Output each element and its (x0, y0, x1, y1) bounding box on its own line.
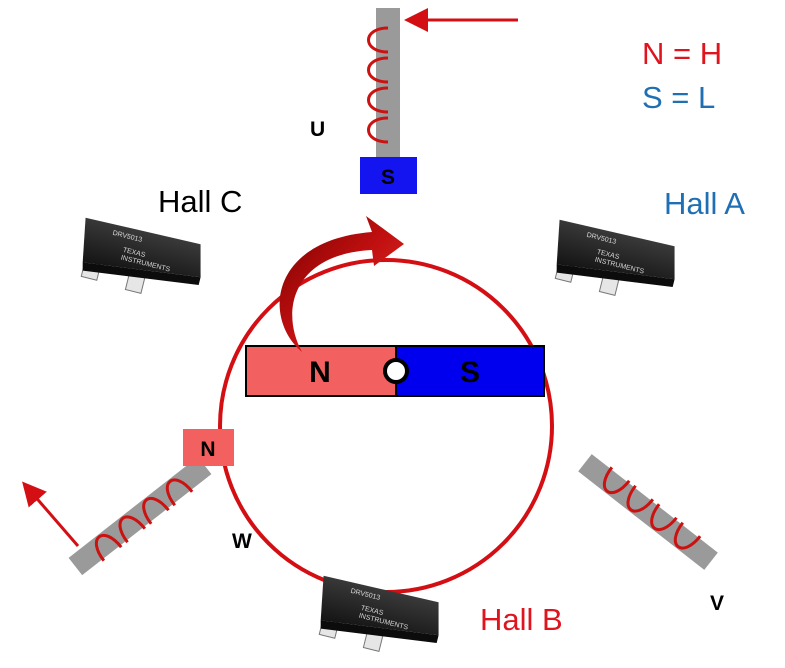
pole-w-label: N (200, 438, 215, 461)
coil-u-core (376, 8, 400, 160)
magnet-north-label: N (309, 356, 331, 389)
magnet-south (395, 345, 545, 397)
current-arrow-w (22, 481, 80, 547)
coil-w-winding (94, 478, 194, 562)
phase-v-label: V (710, 592, 724, 615)
rotor-axle (383, 358, 409, 384)
hall-a-label: Hall A (664, 186, 745, 221)
coil-u-winding (367, 26, 389, 144)
coil-w (68, 456, 212, 576)
magnet-north (245, 345, 397, 397)
coil-w-core (68, 456, 212, 576)
pole-u-block (360, 157, 417, 194)
coil-v (578, 454, 718, 570)
phase-u-label: U (310, 118, 325, 141)
hall-b-chip: DRV5013 TEXAS INSTRUMENTS (318, 575, 439, 652)
rotor-magnet: N S (245, 345, 545, 397)
hall-b-label: Hall B (480, 602, 563, 637)
pole-w-block (183, 429, 234, 466)
rotation-arrow-body (279, 216, 404, 352)
rotor-ring (218, 258, 554, 594)
magnet-south-label: S (460, 356, 480, 389)
hall-c-label: Hall C (158, 184, 242, 219)
coil-v-winding (602, 466, 702, 550)
hall-c-chip: DRV5013 TEXAS INSTRUMENTS (80, 217, 201, 294)
pole-u-label: S (381, 166, 395, 189)
rotation-arrow (279, 216, 404, 352)
coil-v-core (578, 454, 718, 570)
hall-a-chip: DRV5013 TEXAS INSTRUMENTS (554, 219, 675, 296)
legend-south: S = L (642, 80, 715, 115)
coil-u: S (360, 8, 417, 194)
legend-north: N = H (642, 36, 722, 71)
phase-w-label: W (232, 530, 252, 553)
